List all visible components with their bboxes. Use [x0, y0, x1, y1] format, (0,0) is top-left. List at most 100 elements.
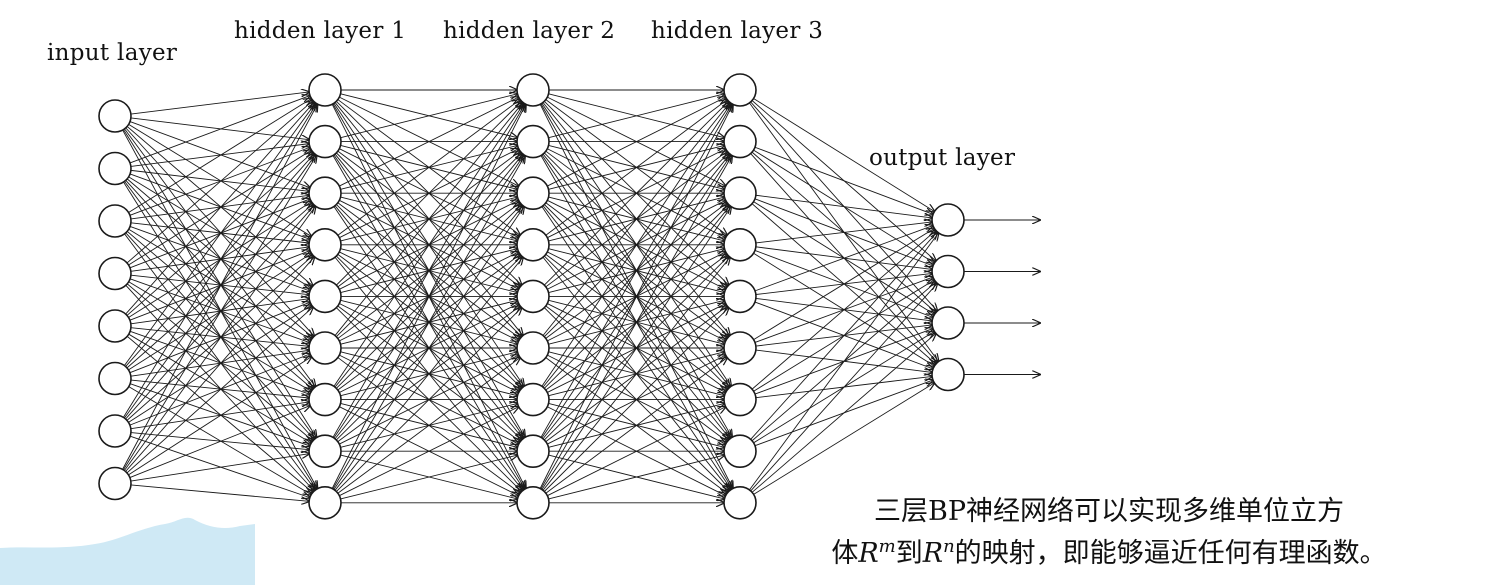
connection-3-5-0 — [753, 228, 935, 340]
hidden-layer-1-label: hidden layer 1 — [234, 18, 407, 44]
neuron-layer0-2 — [98, 204, 132, 238]
neuron-layer1-2 — [308, 176, 342, 210]
neuron-layer3-1 — [723, 124, 757, 159]
connection-1-1-0 — [340, 94, 518, 139]
connection-0-7-5 — [128, 357, 311, 476]
neuron-layer0-4 — [98, 309, 132, 343]
caption-text-b: 到 — [895, 538, 923, 569]
neuron-layer1-5 — [308, 331, 342, 365]
output-arrows — [964, 220, 1040, 375]
connection-2-8-3 — [542, 257, 730, 491]
neuron-layer0-1 — [98, 151, 132, 186]
neuron-layer1-4 — [308, 279, 342, 314]
connection-1-7-0 — [332, 104, 525, 438]
connection-1-8-2 — [333, 206, 524, 490]
neuron-layer3-6 — [723, 382, 757, 417]
caption-text-a: 体 — [831, 538, 859, 569]
connection-0-3-0 — [126, 101, 313, 264]
connection-1-3-0 — [337, 100, 520, 236]
connection-1-8-3 — [334, 257, 523, 491]
connection-3-3-0 — [755, 222, 932, 244]
connection-0-7-3 — [125, 257, 315, 472]
neuron-layer2-0 — [516, 73, 550, 107]
connection-2-6-0 — [541, 103, 731, 387]
connection-2-3-0 — [545, 100, 727, 236]
neuron-nodes — [98, 73, 965, 520]
neuron-layer2-5 — [516, 331, 550, 365]
connection-0-2-0 — [128, 98, 312, 213]
hidden-layer-3-label: hidden layer 3 — [651, 18, 824, 44]
neuron-layer0-6 — [98, 414, 132, 448]
neuron-layer3-2 — [723, 176, 757, 210]
neuron-layer1-8 — [308, 485, 342, 520]
neuron-layer2-4 — [516, 279, 550, 314]
connection-1-5-0 — [334, 102, 523, 336]
connection-1-2-0 — [339, 97, 518, 187]
neuron-layer4-2 — [931, 306, 965, 340]
connection-0-7-0 — [122, 104, 318, 470]
connection-2-8-1 — [540, 155, 732, 490]
connection-1-8-0 — [331, 104, 526, 489]
connection-2-8-6 — [547, 407, 725, 497]
connection-2-7-0 — [540, 104, 732, 438]
hidden-layer-2-label: hidden layer 2 — [443, 18, 616, 44]
math-sup-m: m — [878, 536, 896, 557]
neuron-layer2-7 — [516, 434, 550, 469]
connection-2-8-2 — [541, 207, 731, 490]
neuron-layer1-6 — [308, 382, 342, 417]
math-r2: R — [922, 538, 944, 569]
neuron-layer3-8 — [723, 485, 757, 520]
connection-2-2-0 — [547, 97, 725, 187]
neuron-layer1-3 — [308, 228, 342, 262]
connection-1-8-4 — [336, 308, 521, 492]
connection-2-1-0 — [548, 94, 725, 139]
connection-0-7-7 — [130, 454, 309, 482]
connection-1-4-0 — [336, 101, 521, 286]
caption: 三层BP神经网络可以实现多维单位立方 体Rm到Rn的映射，即能够逼近任何有理函数… — [749, 491, 1469, 575]
connection-0-7-6 — [129, 406, 310, 478]
output-layer-label: output layer — [869, 145, 1016, 171]
connection-3-7-0 — [750, 232, 938, 440]
connection-0-6-0 — [123, 104, 316, 418]
neuron-layer3-3 — [723, 228, 757, 262]
connection-3-1-0 — [754, 146, 933, 214]
connection-1-8-6 — [339, 407, 518, 497]
caption-line-2: 体Rm到Rn的映射，即能够逼近任何有理函数。 — [749, 533, 1469, 575]
connection-0-7-1 — [122, 155, 316, 471]
neuron-layer2-1 — [516, 124, 550, 159]
math-r-m: Rm — [858, 536, 896, 570]
connection-3-8-1 — [750, 283, 938, 492]
connection-2-8-7 — [548, 455, 725, 500]
connection-1-6-0 — [333, 103, 524, 387]
neuron-layer0-0 — [98, 99, 132, 133]
math-r-n: Rn — [922, 536, 955, 570]
connection-0-0-0 — [130, 92, 309, 115]
neuron-layer2-8 — [516, 485, 550, 520]
neuron-layer3-0 — [723, 73, 757, 107]
neuron-layer2-3 — [516, 228, 550, 262]
connection-3-8-3 — [753, 383, 935, 495]
connection-0-7-8 — [130, 484, 309, 501]
neuron-layer3-4 — [723, 279, 757, 314]
math-sup-n: n — [943, 536, 955, 557]
connection-3-8-0 — [749, 233, 938, 491]
neuron-layer3-7 — [723, 434, 757, 469]
connection-1-8-5 — [337, 358, 520, 494]
neuron-layer2-6 — [516, 382, 550, 417]
connection-3-6-0 — [751, 230, 936, 390]
connection-2-4-0 — [544, 101, 728, 286]
neuron-layer1-7 — [308, 434, 342, 469]
connection-lines — [122, 90, 939, 503]
neuron-layer1-1 — [308, 124, 342, 159]
neuron-layer0-7 — [98, 466, 132, 501]
connection-2-8-5 — [545, 358, 727, 494]
neuron-layer0-3 — [98, 256, 132, 291]
connection-1-8-7 — [340, 455, 518, 500]
caption-text-c: 的映射，即能够逼近任何有理函数。 — [954, 538, 1387, 569]
neuron-layer3-5 — [723, 331, 757, 365]
math-r1: R — [858, 538, 879, 569]
connection-3-2-0 — [755, 194, 932, 218]
neuron-layer4-0 — [931, 203, 965, 237]
connection-1-8-1 — [332, 155, 525, 490]
